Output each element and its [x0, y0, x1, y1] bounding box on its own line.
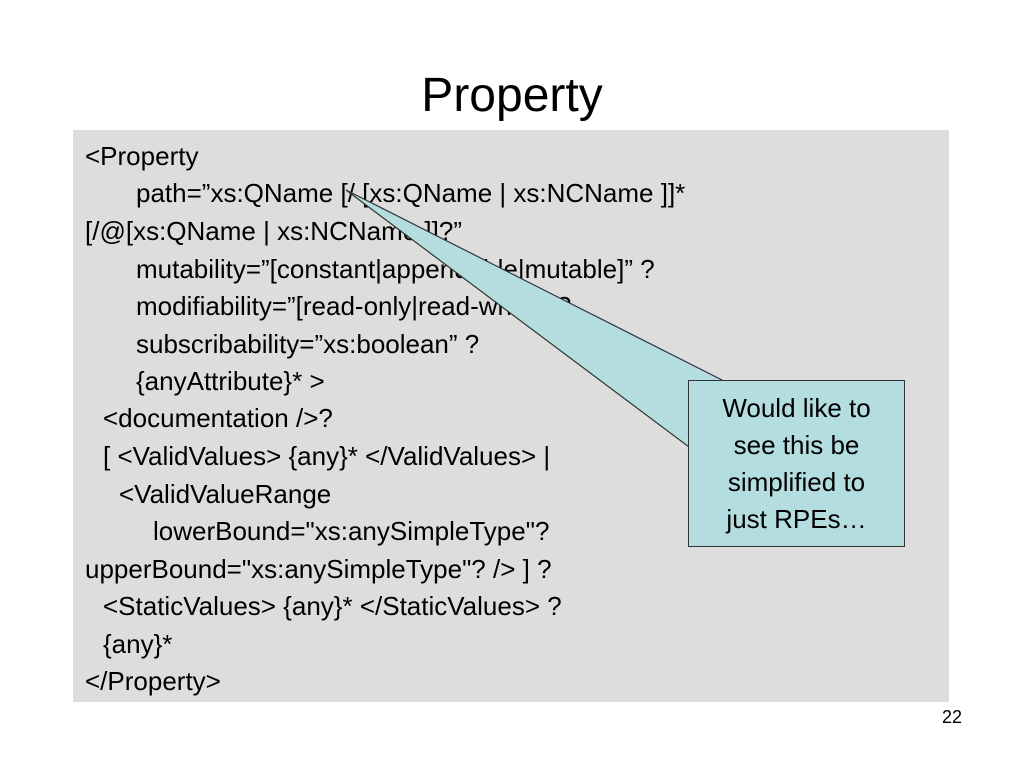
code-line: {anyAttribute}* > [136, 366, 325, 396]
code-line: mutability=”[constant|appendable|mutable… [136, 254, 655, 284]
code-line: lowerBound="xs:anySimpleType"? [153, 516, 550, 546]
slide-number: 22 [941, 707, 962, 727]
callout-line: just RPEs… [726, 503, 867, 534]
callout-line: see this be [733, 429, 860, 460]
code-line: <StaticValues> {any}* </StaticValues> ? [103, 591, 562, 621]
code-line: subscribability=”xs:boolean” ? [136, 329, 480, 359]
callout-line: simplified to [727, 466, 866, 497]
code-line: </Property> [85, 666, 221, 696]
code-line: <documentation />? [103, 403, 333, 433]
callout-box: Would like to see this be simplified to … [688, 380, 905, 547]
code-line: <Property [85, 141, 199, 171]
callout-line: Would like to [722, 392, 871, 423]
slide-title: Property [421, 69, 603, 122]
code-line: modifiability=”[read-only|read-write]” ? [136, 291, 572, 321]
code-line: [/@[xs:QName | xs:NCName ]]?” [85, 216, 462, 246]
code-line: <ValidValueRange [119, 479, 332, 509]
code-line: [ <ValidValues> {any}* </ValidValues> | [103, 441, 551, 471]
code-line: {any}* [103, 629, 173, 659]
code-line: upperBound="xs:anySimpleType"? /> ] ? [85, 554, 552, 584]
code-line: path=”xs:QName [/ [xs:QName | xs:NCName … [136, 178, 686, 208]
callout-text: Would like to see this be simplified to … [722, 390, 870, 538]
